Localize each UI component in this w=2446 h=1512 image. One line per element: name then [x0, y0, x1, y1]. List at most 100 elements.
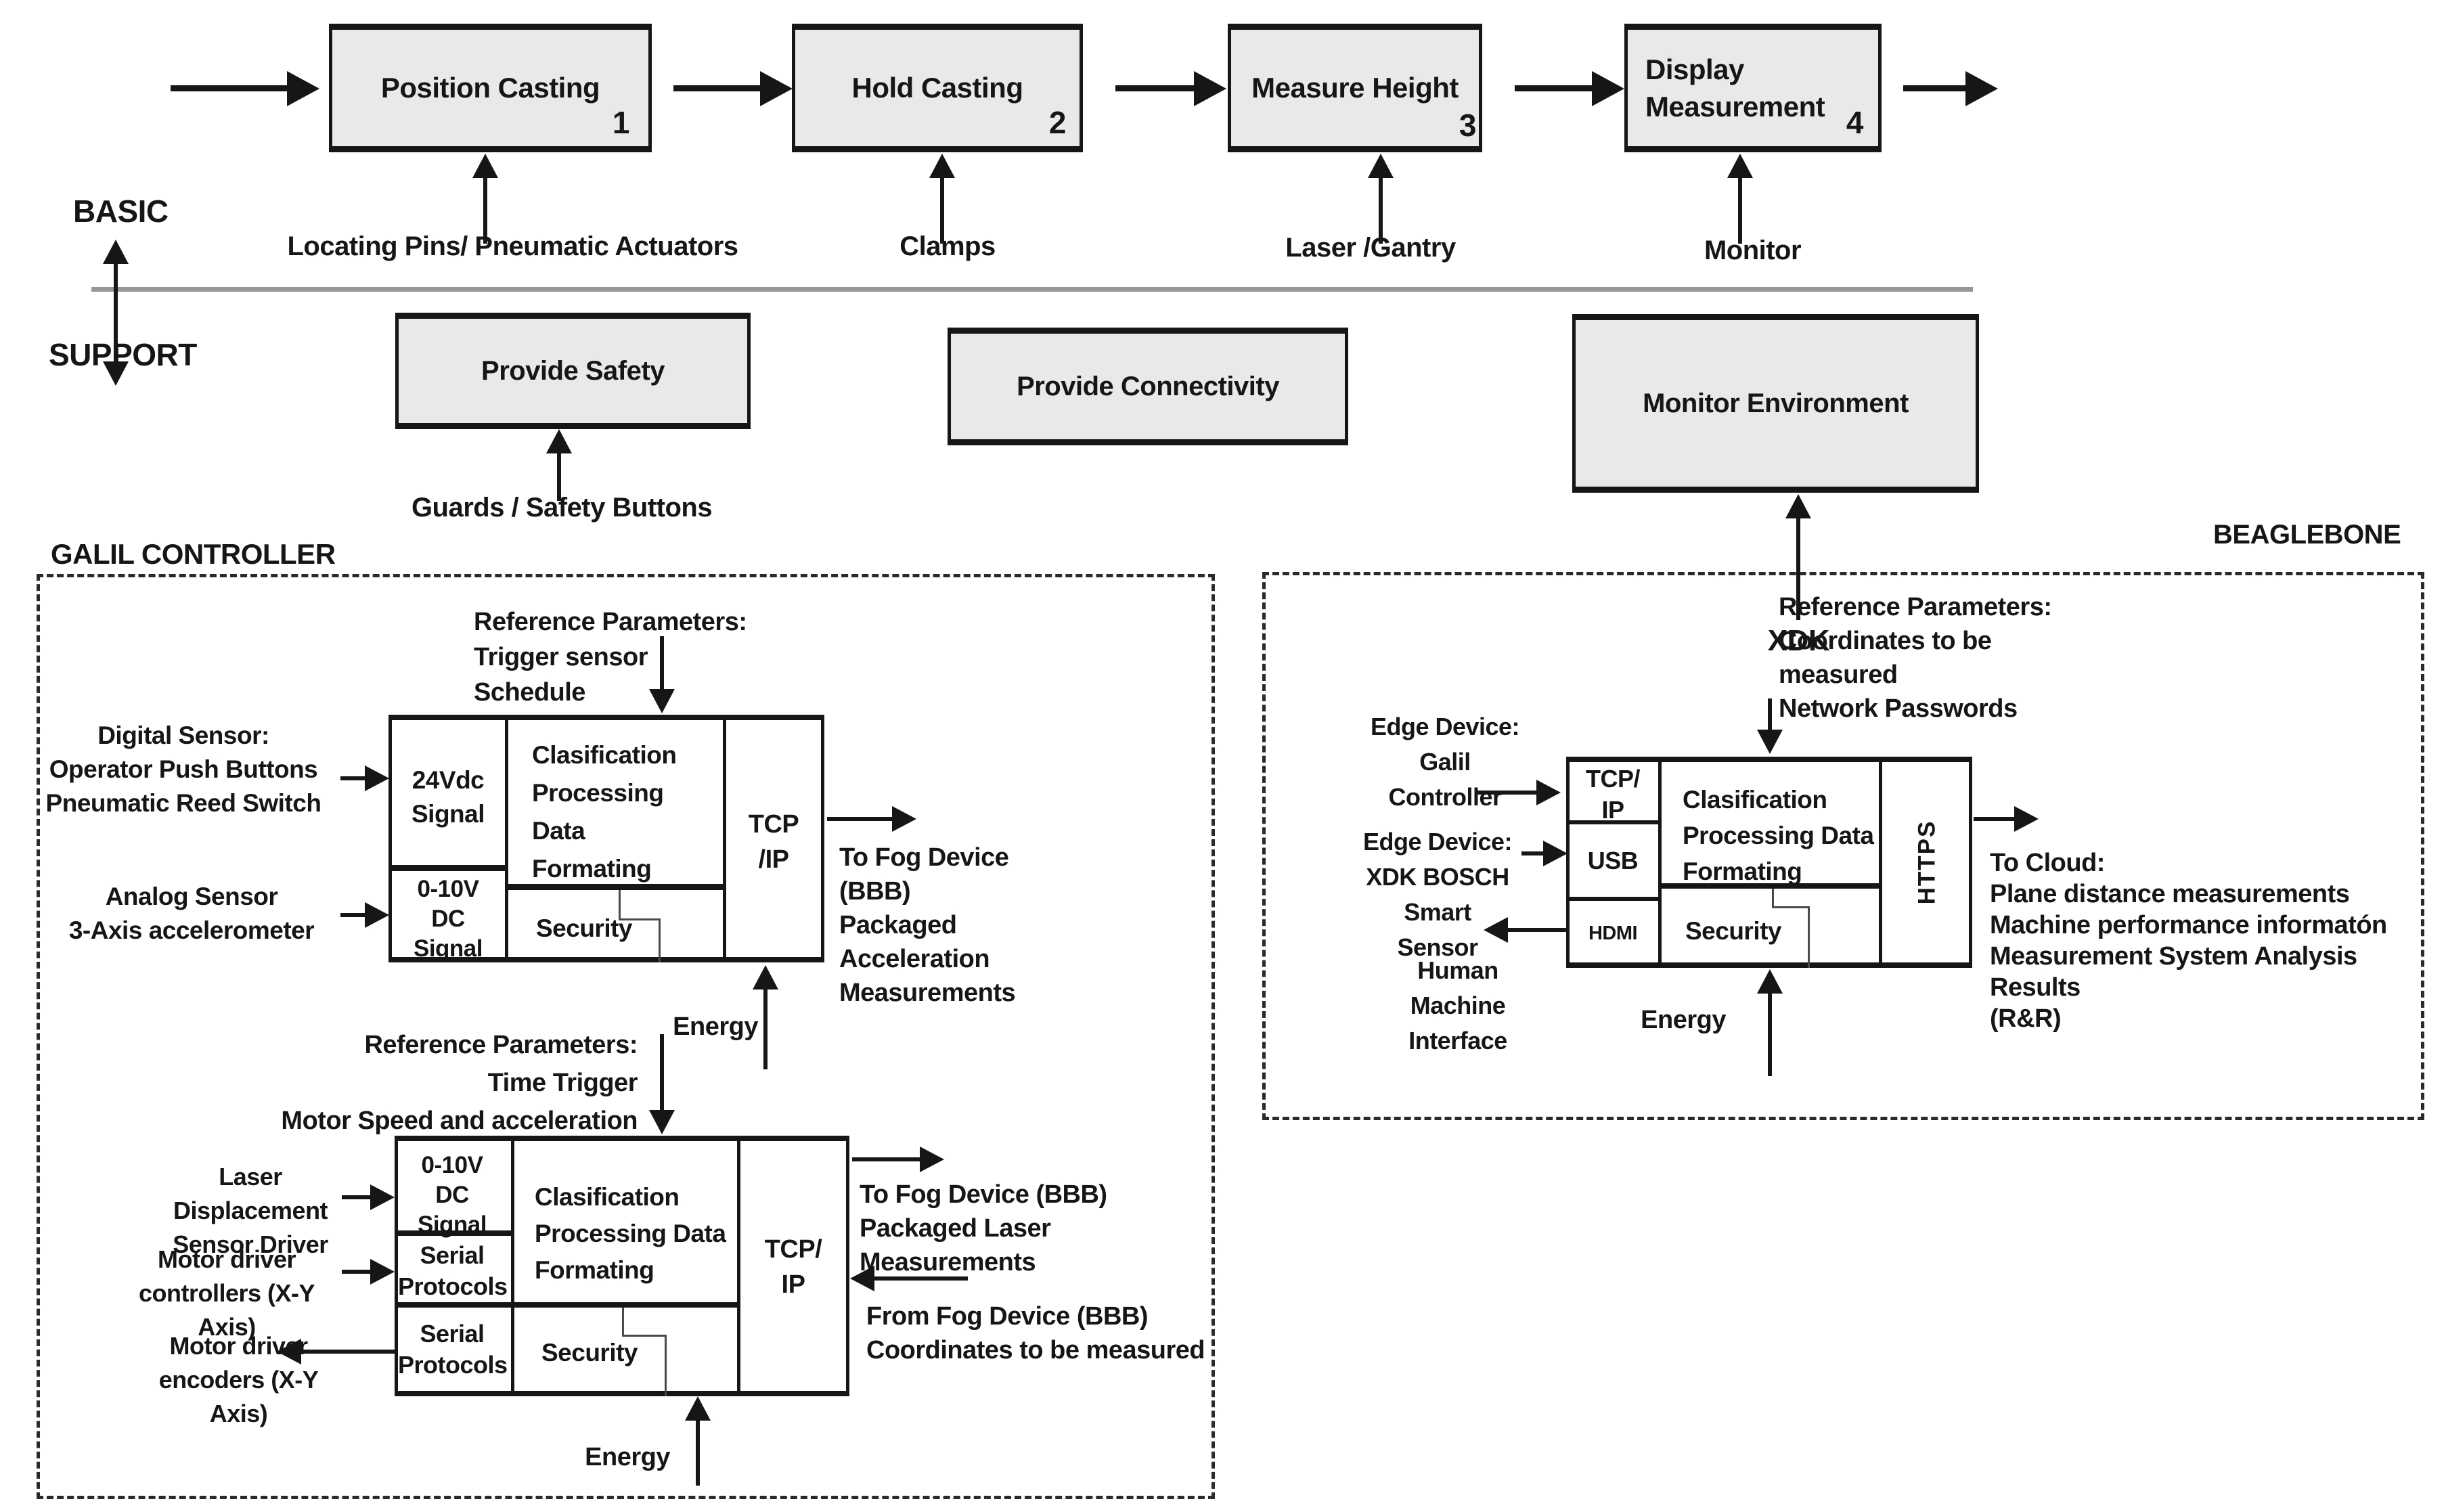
- reference-arrow-down-icon: [660, 636, 664, 689]
- beaglebone-protocol-https: HTTPS: [1882, 757, 1972, 968]
- security-step-line: [622, 1335, 667, 1337]
- reference-arrow-down-icon: [1768, 698, 1772, 730]
- divider-line: [723, 715, 726, 962]
- divider-line: [1662, 883, 1882, 889]
- beaglebone-port-hdmi: HDMI: [1588, 922, 1638, 944]
- galil-bottom-energy-label: Energy: [585, 1443, 670, 1471]
- output-arrow-left-icon: [301, 1350, 395, 1354]
- galil-top-port-0-10v: 0-10V DC Signal: [413, 876, 483, 962]
- divider-line: [505, 715, 508, 962]
- process-title: Measure Height: [1251, 72, 1459, 104]
- input-arrow-icon: [342, 1270, 370, 1274]
- galil-bottom-input-motor-controllers: Motor driver controllers (X-Y Axis): [138, 1245, 315, 1341]
- galil-bottom-port-0-10v: 0-10V DC Signal: [417, 1152, 487, 1238]
- galil-top-block: [388, 715, 824, 962]
- galil-top-security-cell: Security: [536, 914, 633, 942]
- input-arrow-icon: [1521, 851, 1543, 855]
- galil-top-input-analog-sensor: Analog Sensor 3-Axis accelerometer: [68, 883, 315, 944]
- process-box-position-casting: Position Casting 1: [329, 24, 652, 152]
- beaglebone-input-galil: Edge Device: Galil Controller: [1370, 713, 1520, 811]
- support-title: Provide Safety: [481, 355, 665, 386]
- process-box-hold-casting: Hold Casting 2: [792, 24, 1083, 152]
- energy-arrow-icon: [763, 990, 768, 1069]
- mechanism-label: Clamps: [899, 231, 996, 261]
- flow-arrow-icon: [673, 85, 760, 91]
- mechanism-arrow-icon: [940, 178, 944, 244]
- galil-bottom-protocol-cell: TCP/ IP: [764, 1235, 822, 1299]
- support-box-provide-connectivity: Provide Connectivity: [948, 328, 1348, 445]
- security-step-line: [619, 890, 621, 920]
- output-arrow-icon: [1974, 817, 2014, 821]
- reference-arrow-down-icon: [660, 1034, 664, 1110]
- beaglebone-block: [1566, 757, 1972, 968]
- mechanism-arrow-icon: [1379, 178, 1383, 244]
- basic-support-double-arrow-icon: [114, 264, 118, 361]
- process-title: Hold Casting: [851, 72, 1024, 104]
- energy-arrow-icon: [1768, 994, 1772, 1076]
- mechanism-label: Monitor: [1704, 236, 1802, 265]
- divider-line: [737, 1136, 740, 1396]
- security-step-line: [665, 1335, 667, 1396]
- security-step-line: [619, 918, 661, 920]
- galil-top-process-cell: Clasification Processing Data Formating: [532, 741, 677, 883]
- flow-arrow-end-icon: [1903, 85, 1965, 91]
- security-step-line: [622, 1308, 624, 1336]
- beaglebone-port-usb: USB: [1587, 847, 1639, 874]
- galil-top-port-24vdc: 24Vdc Signal: [411, 766, 485, 828]
- process-number: 1: [612, 105, 630, 140]
- divider-line: [388, 865, 508, 871]
- galil-top-input-digital-sensor: Digital Sensor: Operator Push Buttons Pn…: [45, 721, 321, 817]
- galil-bottom-reference-label: Reference Parameters: Time Trigger Motor…: [281, 1031, 638, 1135]
- galil-top-output-label: To Fog Device (BBB) Packaged Acceleratio…: [839, 843, 1016, 1007]
- divider-line: [395, 1230, 511, 1236]
- divider-line: [1566, 820, 1662, 824]
- security-step-line: [1808, 906, 1810, 968]
- support-row-label: SUPPORT: [49, 337, 197, 372]
- input-arrow-icon: [340, 776, 365, 780]
- divider-line: [395, 1302, 737, 1308]
- galil-bottom-security-cell: Security: [541, 1339, 638, 1366]
- galil-bottom-output-motor-encoders: Motor driver encoders (X-Y Axis): [158, 1332, 319, 1427]
- energy-arrow-icon: [696, 1421, 700, 1486]
- galil-bottom-port-serial-1: Serial Protocols: [398, 1241, 508, 1300]
- galil-bottom-process-cell: Clasification Processing Data Formating: [535, 1183, 726, 1284]
- process-title: Position Casting: [380, 72, 600, 104]
- flow-arrow-start-icon: [171, 85, 287, 91]
- https-label: HTTPS: [1913, 820, 1940, 905]
- divider-line: [511, 1136, 514, 1396]
- support-mechanism-arrow-icon: [557, 453, 561, 501]
- output-arrow-icon: [852, 1157, 920, 1161]
- divider-line: [1658, 757, 1662, 968]
- beaglebone-reference-label: Reference Parameters: Coordinates to be …: [1779, 593, 2052, 723]
- process-number: 3: [1459, 108, 1477, 143]
- hdmi-output-arrow-left-icon: [1508, 928, 1567, 932]
- beaglebone-port-tcpip: TCP/ IP: [1585, 765, 1641, 824]
- flow-arrow-icon: [1515, 85, 1592, 91]
- input-arrow-icon: [340, 913, 365, 917]
- output-arrow-icon: [827, 817, 892, 821]
- flow-arrow-icon: [1115, 85, 1194, 91]
- beaglebone-container: [1262, 572, 2424, 1120]
- support-title: Monitor Environment: [1643, 388, 1909, 418]
- process-number: 2: [1048, 105, 1067, 140]
- process-number: 4: [1846, 105, 1864, 140]
- mechanism-label: Laser /Gantry: [1285, 233, 1456, 263]
- beaglebone-energy-label: Energy: [1641, 1006, 1726, 1034]
- support-box-provide-safety: Provide Safety: [395, 313, 751, 429]
- beaglebone-output-label: To Cloud: Plane distance measurements Ma…: [1990, 849, 2387, 1033]
- beaglebone-hmi-label: Human Machine Interface: [1408, 956, 1507, 1054]
- galil-bottom-block: [395, 1136, 849, 1396]
- input-arrow-icon: [1475, 791, 1536, 795]
- galil-bottom-port-serial-2: Serial Protocols: [398, 1320, 508, 1379]
- beaglebone-title: BEAGLEBONE: [2213, 520, 2401, 550]
- support-mechanism-arrow-icon: [1796, 518, 1800, 620]
- divider-line: [508, 884, 726, 890]
- input-arrow-icon: [342, 1195, 370, 1199]
- divider-line: [1566, 897, 1662, 901]
- galil-bottom-input-right-label: From Fog Device (BBB) Coordinates to be …: [866, 1302, 1205, 1364]
- mechanism-label: Locating Pins/ Pneumatic Actuators: [287, 231, 738, 261]
- galil-controller-container: [37, 574, 1215, 1499]
- galil-bottom-input-laser: Laser Displacement Sensor Driver: [173, 1163, 328, 1258]
- mechanism-arrow-icon: [1738, 178, 1742, 244]
